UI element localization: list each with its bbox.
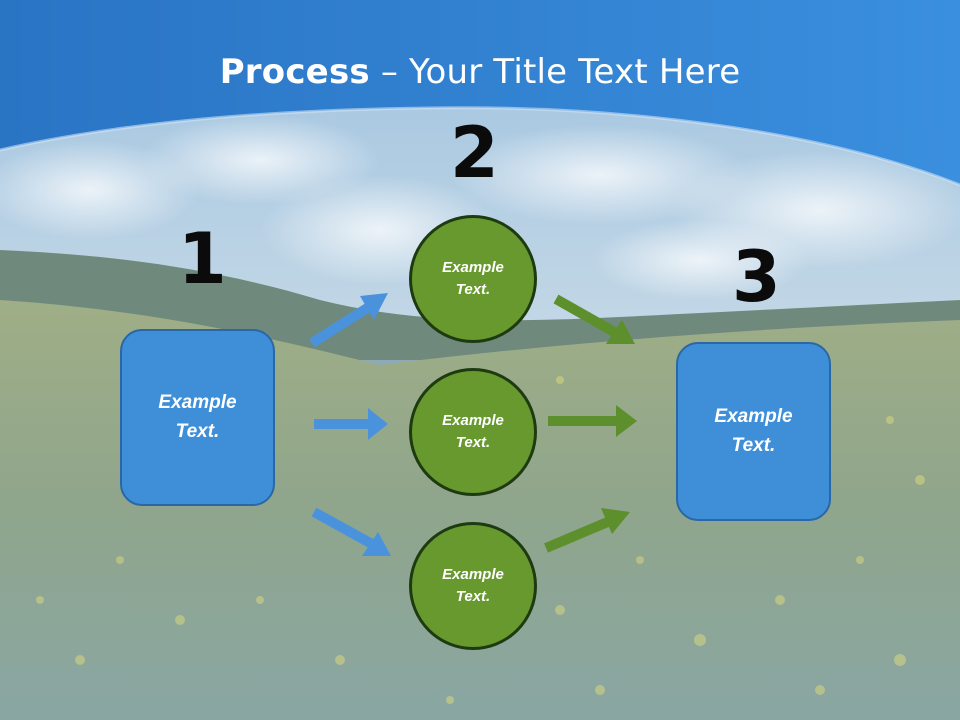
target-box[interactable]: Example Text. (676, 342, 831, 521)
middle-circle-3-line1: Example (442, 565, 504, 583)
arrow-circle1-to-box3 (553, 294, 635, 344)
slide-title: Process – Your Title Text Here (0, 52, 960, 92)
arrow-box1-to-circle2 (314, 408, 388, 440)
middle-circle-2[interactable]: Example Text. (409, 368, 537, 496)
arrow-box1-to-circle3 (311, 507, 391, 556)
middle-circle-2-line2: Text. (455, 434, 491, 451)
target-box-line1: Example (714, 406, 793, 427)
flower-dots (36, 376, 925, 704)
source-box-line2: Text. (175, 420, 220, 442)
target-box-line2: Text. (731, 434, 776, 456)
banner-highlight (0, 106, 960, 187)
step-number-1: 1 (178, 218, 227, 300)
clouds (0, 115, 960, 300)
middle-circle-2-line1: Example (442, 411, 504, 429)
arrow-circle2-to-box3 (548, 405, 637, 437)
arrow-circle3-to-box3 (544, 508, 630, 553)
title-rest: – Your Title Text Here (369, 52, 741, 92)
title-bold: Process (219, 52, 370, 92)
middle-circle-1[interactable]: Example Text. (409, 215, 537, 343)
step-number-2: 2 (450, 112, 499, 194)
middle-circle-1-line1: Example (442, 258, 504, 276)
arrow-box1-to-circle1 (309, 293, 388, 348)
middle-circle-3[interactable]: Example Text. (409, 522, 537, 650)
title-banner (0, 0, 960, 185)
source-box[interactable]: Example Text. (120, 329, 275, 506)
step-number-3: 3 (732, 236, 781, 318)
middle-circle-3-line2: Text. (455, 588, 491, 605)
middle-circle-1-line2: Text. (455, 281, 491, 298)
source-box-line1: Example (158, 392, 237, 413)
